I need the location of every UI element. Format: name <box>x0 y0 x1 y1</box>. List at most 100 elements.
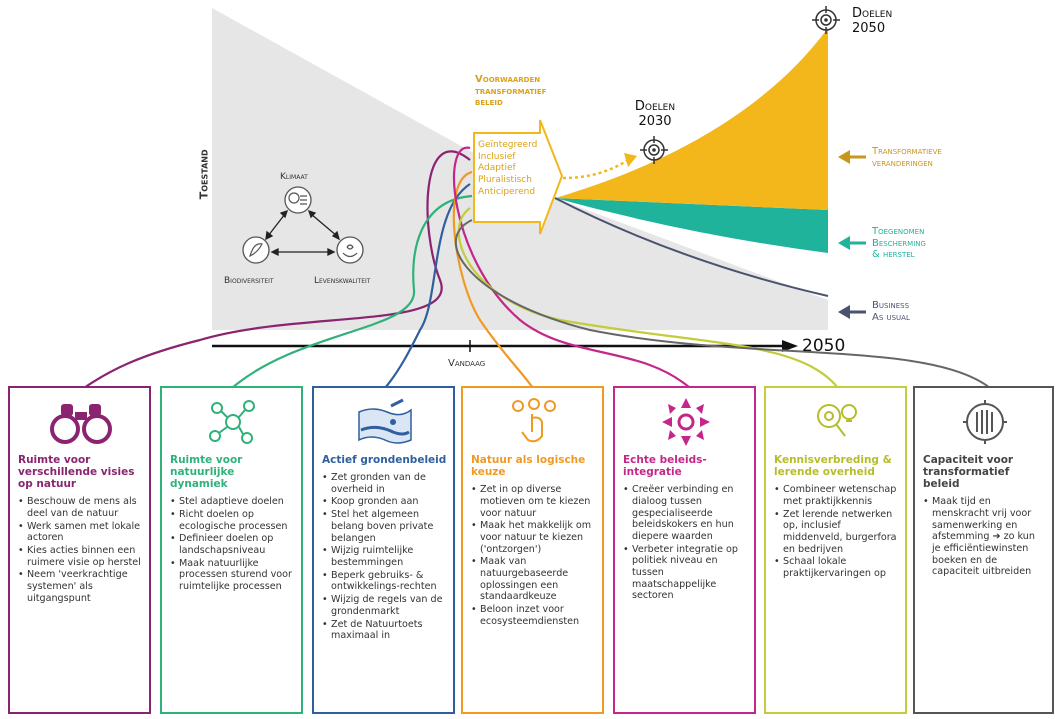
voorwaarden-item: Inclusief <box>478 151 516 162</box>
protection-band <box>555 198 828 253</box>
panel-item: Stel het algemeen belang boven private b… <box>322 509 447 544</box>
plant-network-icon <box>170 394 295 450</box>
panel-item: Beschouw de mens als deel van de natuur <box>18 496 143 519</box>
voorwaarden-item: Geïntegreerd <box>478 140 538 150</box>
panel-item: Beperk gebruiks- & ontwikkelings-rechten <box>322 570 447 593</box>
biodiversiteit-label: Biodiversiteit <box>224 276 274 286</box>
panel-title: Ruimte voor verschillende visies op natu… <box>18 454 135 491</box>
panel-title: Echte beleids-integratie <box>623 454 707 479</box>
arrow-transformatief-icon <box>838 150 866 164</box>
dotted-arrow-2030 <box>562 158 629 180</box>
panel-item: Neem 'veerkrachtige systemen' als uitgan… <box>18 569 143 604</box>
voorwaarden-arrow <box>473 119 564 235</box>
panel-item: Kies acties binnen een ruimere visie op … <box>18 545 143 568</box>
levenskwaliteit-icon <box>336 236 364 264</box>
legend-bescherming-line-3: & herstel <box>872 249 915 260</box>
panel-kennisverbreding: Kennisverbreding & lerende overheid Comb… <box>764 386 907 714</box>
panel-item: Beloon inzet voor ecosysteemdiensten <box>471 604 596 627</box>
legend-transformatief: Transformatieve veranderingen <box>872 146 942 169</box>
panel-beleidsintegratie: Echte beleids-integratie Creëer verbindi… <box>613 386 756 714</box>
panel-item: Maak natuurlijke processen sturend voor … <box>170 558 295 593</box>
legend-transformatief-line-2: veranderingen <box>872 157 933 169</box>
hand-choice-icon <box>471 394 596 450</box>
lightbulb-search-icon <box>774 394 899 450</box>
panel-title: Natuur als logische keuze <box>471 454 586 479</box>
voorwaarden-items: Geïntegreerd Inclusief Adaptief Pluralis… <box>478 140 537 198</box>
arrow-bescherming-icon <box>838 236 866 250</box>
legend-business: Business As usual <box>872 300 910 323</box>
legend-business-line-1: Business <box>872 300 910 311</box>
dotted-arrowhead <box>624 153 637 167</box>
doelen-2050-line-1: Doelen <box>852 6 893 21</box>
panel-visies: Ruimte voor verschillende visies op natu… <box>8 386 151 714</box>
arrows-integration-icon <box>623 394 748 450</box>
panel-list: Combineer wetenschap met praktijkkennis … <box>774 484 899 580</box>
panel-item: Definieer doelen op landschapsniveau <box>170 533 295 556</box>
biodiversiteit-icon <box>242 236 270 264</box>
triangle-arrows <box>265 209 341 257</box>
panel-item: Wijzig de regels van de grondenmarkt <box>322 594 447 617</box>
connector-magenta <box>453 146 691 389</box>
panel-item: Zet gronden van de overheid in <box>322 472 447 495</box>
connector-dark <box>454 219 991 389</box>
connector-lime <box>457 207 839 389</box>
panel-item: Schaal lokale praktijkervaringen op <box>774 556 899 579</box>
panel-item: Combineer wetenschap met praktijkkennis <box>774 484 899 507</box>
panel-list: Beschouw de mens als deel van de natuur … <box>18 496 143 604</box>
y-axis-label: Toestand <box>197 149 211 200</box>
doelen-2030-label: Doelen 2030 <box>630 99 680 130</box>
panel-item: Maak het makkelijk om voor natuur te kie… <box>471 520 596 555</box>
panel-item: Zet de Natuurtoets maximaal in <box>322 619 447 642</box>
arrow-business-icon <box>838 305 866 319</box>
panel-item: Zet in op diverse motieven om te kiezen … <box>471 484 596 519</box>
capacity-icon <box>923 394 1046 450</box>
doelen-2030-line-2: 2030 <box>638 113 672 129</box>
today-label: Vandaag <box>448 358 486 369</box>
time-axis-arrowhead <box>782 340 798 352</box>
panel-item: Zet lerende netwerken op, inclusief midd… <box>774 509 899 556</box>
voorwaarden-item: Anticiperend <box>478 186 536 197</box>
panel-title: Actief grondenbeleid <box>322 454 447 466</box>
panel-list: Creëer verbinding en dialoog tussen gesp… <box>623 484 748 602</box>
doelen-2050-line-2: 2050 <box>852 20 886 36</box>
target-2030-icon <box>640 136 668 164</box>
panel-logische-keuze: Natuur als logische keuze Zet in op dive… <box>461 386 604 714</box>
panel-item: Maak van natuurgebaseerde oplossingen ee… <box>471 556 596 603</box>
klimaat-label: Klimaat <box>280 172 308 182</box>
panel-capaciteit: Capaciteit voor transformatief beleid Ma… <box>913 386 1054 714</box>
panel-list: Zet in op diverse motieven om te kiezen … <box>471 484 596 627</box>
business-as-usual-line <box>554 197 829 297</box>
panel-list: Zet gronden van de overheid in Koop gron… <box>322 472 447 642</box>
panel-item: Wijzig ruimtelijke bestemmingen <box>322 545 447 568</box>
doelen-2030-line-1: Doelen <box>634 99 676 114</box>
voorwaarden-item: Pluralistisch <box>478 175 532 186</box>
axis-end-label: 2050 <box>802 336 846 356</box>
panel-item: Werk samen met lokale actoren <box>18 521 143 544</box>
panel-item: Koop gronden aan <box>322 496 447 508</box>
panel-grondenbeleid: Actief grondenbeleid Zet gronden van de … <box>312 386 455 714</box>
levenskwaliteit-label: Levenskwaliteit <box>314 276 371 286</box>
voorwaarden-title-line-2: transformatief <box>475 85 547 97</box>
doelen-2050-label: Doelen 2050 <box>852 6 893 37</box>
voorwaarden-title: Voorwaarden transformatief beleid <box>475 74 546 109</box>
panel-title: Kennisverbreding & lerende overheid <box>774 454 892 479</box>
target-2050-icon <box>812 6 840 34</box>
voorwaarden-title-line-3: beleid <box>475 97 503 108</box>
voorwaarden-item: Adaptief <box>478 163 516 174</box>
panel-dynamiek: Ruimte voor natuurlijke dynamiek Stel ad… <box>160 386 303 714</box>
panel-item: Stel adaptieve doelen <box>170 496 295 508</box>
panel-item: Verbeter integratie op politiek niveau e… <box>623 544 748 603</box>
legend-bescherming: Toegenomen Bescherming & herstel <box>872 226 926 261</box>
connector-green <box>231 194 473 389</box>
binoculars-icon <box>18 394 143 450</box>
klimaat-icon <box>284 186 312 214</box>
connector-blue <box>384 183 471 389</box>
legend-bescherming-line-2: Bescherming <box>872 237 926 249</box>
legend-business-line-2: As usual <box>872 311 910 323</box>
map-pen-icon <box>322 394 447 450</box>
panel-item: Creëer verbinding en dialoog tussen gesp… <box>623 484 748 543</box>
panel-title: Capaciteit voor transformatief beleid <box>923 454 1014 491</box>
panel-item: Maak tijd en menskracht vrij voor samenw… <box>923 496 1046 578</box>
transformative-area <box>555 28 828 210</box>
